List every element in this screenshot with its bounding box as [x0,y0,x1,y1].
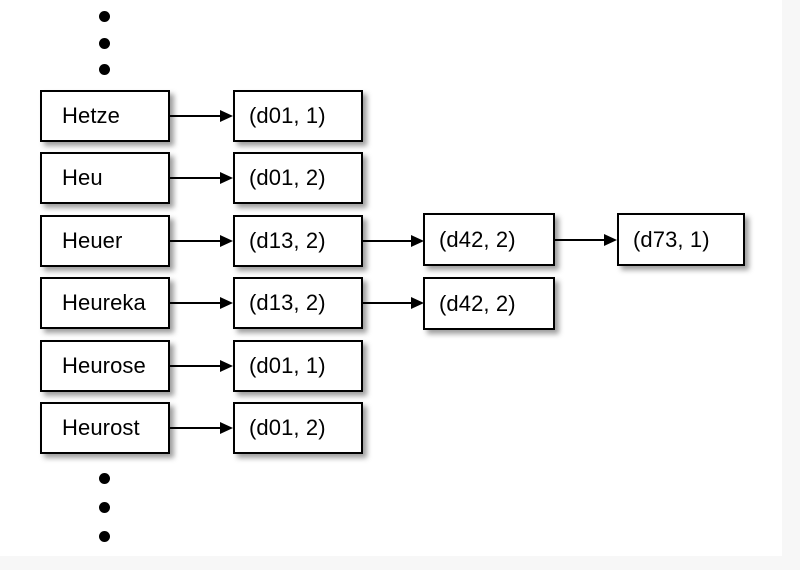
term-box-hetze[interactable]: Hetze [40,90,170,142]
posting-label: (d01, 2) [249,415,326,440]
vertical-ellipsis-bottom-dot-2 [99,502,110,513]
page-edge-bottom [0,556,800,570]
posting-box-4-2[interactable]: (d42, 2) [423,277,555,330]
arrow-term-to-posting-5 [170,360,233,372]
arrow-term-to-posting-3 [170,235,233,247]
vertical-ellipsis-bottom-dot-1 [99,473,110,484]
posting-label: (d13, 2) [249,290,326,315]
arrow-term-to-posting-1 [170,110,233,122]
posting-box-3-3[interactable]: (d73, 1) [617,213,745,266]
posting-label: (d73, 1) [633,226,710,252]
arrow-term-to-posting-6 [170,422,233,434]
vertical-ellipsis-bottom-dot-3 [99,531,110,542]
posting-box-5-1[interactable]: (d01, 1) [233,340,363,392]
posting-label: (d42, 2) [439,290,516,316]
term-label: Heureka [62,290,146,315]
posting-label: (d13, 2) [249,228,326,253]
posting-box-2-1[interactable]: (d01, 2) [233,152,363,204]
term-box-heureka[interactable]: Heureka [40,277,170,329]
arrow-term-to-posting-2 [170,172,233,184]
term-label: Heu [62,165,103,190]
posting-label: (d42, 2) [439,226,516,252]
posting-box-6-1[interactable]: (d01, 2) [233,402,363,454]
posting-label: (d01, 2) [249,165,326,190]
posting-box-3-1[interactable]: (d13, 2) [233,215,363,267]
posting-box-1-1[interactable]: (d01, 1) [233,90,363,142]
term-box-heurose[interactable]: Heurose [40,340,170,392]
vertical-ellipsis-top-dot-1 [99,11,110,22]
vertical-ellipsis-top-dot-3 [99,64,110,75]
term-label: Heurost [62,415,140,440]
arrow-posting-3-1-to-3-2 [363,235,424,247]
vertical-ellipsis-top-dot-2 [99,38,110,49]
arrow-posting-4-1-to-4-2 [363,297,424,309]
term-label: Hetze [62,103,120,128]
term-box-heurost[interactable]: Heurost [40,402,170,454]
term-label: Heuer [62,228,123,253]
page-edge-right [782,0,800,570]
term-box-heuer[interactable]: Heuer [40,215,170,267]
posting-box-3-2[interactable]: (d42, 2) [423,213,555,266]
term-label: Heurose [62,353,146,378]
posting-box-4-1[interactable]: (d13, 2) [233,277,363,329]
arrow-term-to-posting-4 [170,297,233,309]
posting-label: (d01, 1) [249,353,326,378]
posting-label: (d01, 1) [249,103,326,128]
arrow-posting-3-2-to-3-3 [555,234,617,246]
term-box-heu[interactable]: Heu [40,152,170,204]
